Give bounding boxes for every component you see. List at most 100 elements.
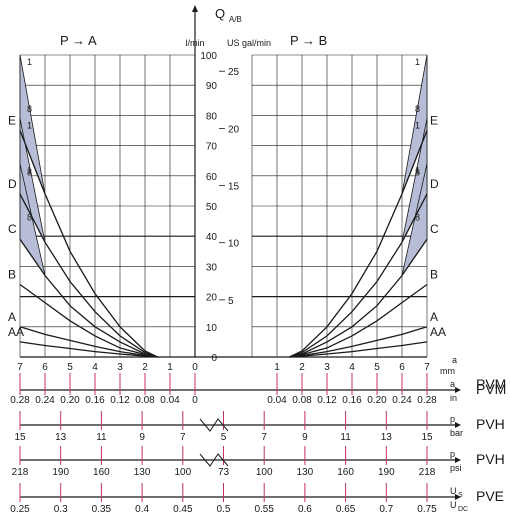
scale-unit2: bar (450, 428, 463, 438)
curve-left-e (19, 130, 158, 358)
right-label: P → B (290, 33, 327, 48)
scale-tick-label: 100 (174, 467, 191, 478)
scale-tick-label: 190 (52, 467, 69, 478)
x-unit-a: a (452, 355, 457, 365)
scale-tick-label: 130 (134, 467, 151, 478)
scale-tick-label: 190 (378, 467, 395, 478)
scale-tick-label: 0.16 (342, 395, 362, 406)
scale-tick-label: 13 (55, 432, 67, 443)
scale-title: PVM (476, 376, 506, 392)
scale-arrow (455, 422, 461, 428)
scale-tick-label: 73 (218, 467, 230, 478)
series-label-left: E (8, 114, 16, 128)
scale-arrow (455, 494, 461, 500)
scale-tick-label: 0.20 (60, 395, 80, 406)
curve-right-d (289, 193, 428, 358)
y-tick-gal: 10 (228, 239, 240, 250)
x-tick-mm: 2 (299, 362, 305, 373)
band-mark-1: 1 (415, 120, 420, 130)
series-label-left: AA (8, 325, 24, 339)
band-mark-1: 1 (415, 57, 420, 67)
units-left: l/min (185, 38, 204, 48)
scale-tick-label: 0.75 (417, 504, 437, 515)
y-tick-gal: 25 (228, 67, 240, 78)
y-tick-lmin: 60 (206, 172, 218, 183)
scale-tick-label: 100 (256, 467, 273, 478)
scale-tick-label: 0.6 (298, 504, 312, 515)
x-tick-mm: 7 (17, 362, 23, 373)
scale-tick-label: 218 (12, 467, 29, 478)
scale-tick-label: 0.16 (85, 395, 105, 406)
q-title: Q (215, 6, 225, 21)
curve-left-b (19, 283, 158, 358)
scale-tick-label: 0.5 (217, 504, 231, 515)
scale-tick-label: 0.04 (267, 395, 287, 406)
scale-tick-label: 0.12 (110, 395, 130, 406)
scale-tick-label: 160 (337, 467, 354, 478)
x-tick-mm: 1 (167, 362, 173, 373)
scale-tick-label: 5 (221, 432, 227, 443)
scale-unit2: in (450, 393, 457, 403)
x-tick-mm: 0 (192, 362, 198, 373)
x-tick-mm: 5 (374, 362, 380, 373)
scale-tick-label: 0.55 (254, 504, 274, 515)
series-label-right: D (430, 177, 439, 191)
scale-title: PVH (476, 416, 505, 432)
scale-arrow (455, 387, 461, 393)
scale-tick-label: 0.28 (417, 395, 437, 406)
x-tick-mm: 1 (274, 362, 280, 373)
scale-tick-label: 0.04 (160, 395, 180, 406)
scale-tick-label: 0.12 (317, 395, 337, 406)
scale-title: PVM (476, 381, 506, 397)
band-mark-8: 8 (27, 167, 32, 177)
band-mark-1: 1 (27, 166, 32, 176)
scale-tick-label: 160 (93, 467, 110, 478)
scale-unit-sub: S (458, 492, 463, 499)
scale-title: PVE (476, 488, 504, 504)
scale-tick-label: 11 (96, 432, 107, 443)
scale-tick-label: 0.08 (292, 395, 312, 406)
scale-tick-label: 0.3 (54, 504, 68, 515)
scale-tick-label: 0.24 (35, 395, 55, 406)
scale-unit2: psi (450, 463, 462, 473)
series-label-right: B (430, 268, 438, 282)
band-mark-8: 8 (27, 104, 32, 114)
band-mark-8: 8 (415, 167, 420, 177)
band-mark-1: 1 (415, 166, 420, 176)
y-tick-lmin: 80 (206, 111, 218, 122)
scale-tick-label: 0.20 (367, 395, 387, 406)
series-label-right: C (430, 222, 439, 236)
band-mark-8: 8 (415, 213, 420, 223)
curve-right-e (289, 130, 428, 358)
band-mark-1: 1 (27, 120, 32, 130)
scale-tick-label: 0.45 (173, 504, 193, 515)
x-tick-mm: 4 (92, 362, 98, 373)
scale-tick-label: 13 (381, 432, 393, 443)
band-mark-8: 8 (27, 213, 32, 223)
scale-tick-label: 0 (192, 395, 198, 406)
y-tick-gal: 15 (228, 182, 240, 193)
series-label-left: D (8, 177, 17, 191)
x-tick-mm: 6 (399, 362, 405, 373)
y-tick-lmin: 50 (206, 202, 218, 213)
x-tick-mm: 4 (349, 362, 355, 373)
scale-tick-label: 0.7 (379, 504, 393, 515)
curve-left-aa (19, 341, 158, 358)
scale-tick-label: 0.35 (92, 504, 112, 515)
scale-unit: a (450, 379, 455, 389)
series-label-right: AA (430, 325, 446, 339)
scale-tick-label: 0.4 (135, 504, 149, 515)
units-right: US gal/min (227, 38, 271, 48)
y-tick-gal: 5 (228, 296, 234, 307)
scale-break (199, 453, 229, 467)
scale-unit: p (450, 449, 455, 459)
y-tick-lmin: 70 (206, 142, 218, 153)
scale-tick-label: 0.65 (336, 504, 356, 515)
scale-title: PVH (476, 451, 505, 467)
scale-tick-label: 218 (419, 467, 436, 478)
q-axis-arrow (192, 5, 198, 12)
y-tick-lmin: 100 (200, 51, 217, 62)
series-label-left: B (8, 268, 16, 282)
